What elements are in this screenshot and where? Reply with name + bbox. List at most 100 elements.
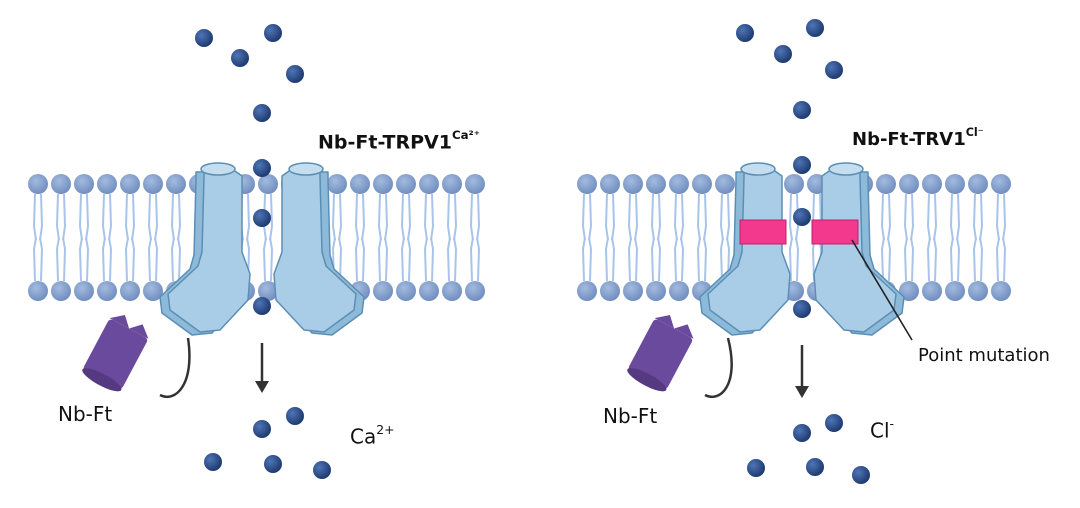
lipid-head <box>166 174 186 194</box>
lipid-head <box>258 281 278 301</box>
lipid-tail <box>979 193 984 241</box>
lipid-head <box>419 281 439 301</box>
ion <box>253 297 271 315</box>
lipid-tail <box>154 237 159 282</box>
lipid-head <box>442 174 462 194</box>
channel-subunit-right <box>813 168 897 333</box>
lipid-tail <box>627 193 632 241</box>
left-ion-label-base: Ca <box>350 424 377 449</box>
tag-notch <box>109 314 149 339</box>
lipid-tail <box>423 193 428 241</box>
lipid-tail <box>39 193 44 241</box>
ion <box>264 24 282 42</box>
lipid-head <box>577 174 597 194</box>
lipid-head <box>373 174 393 194</box>
right-membrane <box>577 174 1011 301</box>
channel-top-cap <box>200 162 236 176</box>
lipid-tail <box>611 237 616 282</box>
lipid-head <box>258 174 278 194</box>
lipid-tail <box>657 237 662 282</box>
lipid-tail <box>926 193 931 241</box>
lipid-tail <box>469 193 474 241</box>
tag-barrel <box>628 319 693 389</box>
lipid-tail <box>446 193 451 241</box>
lipid-tail <box>903 237 908 282</box>
ion <box>825 414 843 432</box>
lipid-head <box>396 281 416 301</box>
lipid-tail <box>400 237 405 282</box>
lipid-tail <box>177 193 182 241</box>
lipid-tail <box>476 193 481 241</box>
lipid-tail <box>634 237 639 282</box>
lipid-tail <box>949 193 954 241</box>
ion <box>806 458 824 476</box>
lipid-head <box>784 174 804 194</box>
lipid-head <box>143 174 163 194</box>
lipid-tail <box>634 193 639 241</box>
arrow-head <box>795 386 809 398</box>
ion <box>253 159 271 177</box>
tag-body <box>82 314 149 392</box>
lipid-tail <box>581 237 586 282</box>
tag-base <box>627 368 667 392</box>
lipid-tail <box>85 237 90 282</box>
lipid-tail <box>377 237 382 282</box>
ion <box>736 24 754 42</box>
lipid-tail <box>581 193 586 241</box>
lipid-tail <box>62 193 67 241</box>
lipid-tail <box>177 237 182 282</box>
lipid-head <box>51 281 71 301</box>
lipid-tail <box>32 193 37 241</box>
lipid-tail <box>108 237 113 282</box>
lipid-tail <box>910 237 915 282</box>
left-channel-label: Nb-Ft-TRPV1Ca²⁺ <box>318 128 480 154</box>
lipid-tail <box>673 237 678 282</box>
left-channel-label-base: Nb-Ft-TRPV1 <box>318 131 452 154</box>
channel-top-cap <box>288 162 324 176</box>
lipid-head <box>465 174 485 194</box>
lipid-head <box>442 281 462 301</box>
tag-barrel <box>83 319 148 389</box>
lipid-tail <box>696 237 701 282</box>
lipid-head <box>991 174 1011 194</box>
ion <box>793 156 811 174</box>
lipid-head <box>120 281 140 301</box>
ion <box>313 461 331 479</box>
mutation-band <box>811 219 859 245</box>
lipid-head <box>97 281 117 301</box>
ion <box>195 29 213 47</box>
lipid-tail <box>972 193 977 241</box>
right-ion-label: Cl- <box>870 416 894 443</box>
lipid-head <box>945 174 965 194</box>
lipid-tail <box>124 193 129 241</box>
ion <box>793 101 811 119</box>
left-tag-label: Nb-Ft <box>58 402 113 426</box>
lipid-head <box>646 281 666 301</box>
lipid-tail <box>407 193 412 241</box>
lipid-tail <box>933 237 938 282</box>
ion <box>825 61 843 79</box>
lipid-tail <box>147 237 152 282</box>
lipid-tail <box>78 237 83 282</box>
lipid-tail <box>453 237 458 282</box>
lipid-tail <box>887 193 892 241</box>
lipid-tail <box>469 237 474 282</box>
lipid-tail <box>795 193 800 241</box>
lipid-head <box>945 281 965 301</box>
ion <box>793 424 811 442</box>
channel-top-cap <box>828 162 864 176</box>
left-channel <box>159 162 365 336</box>
lipid-head <box>350 174 370 194</box>
lipid-tail <box>147 193 152 241</box>
lipid-tail <box>887 237 892 282</box>
right-channel-label-base: Nb-Ft-TRV1 <box>852 129 966 150</box>
lipid-tail <box>719 193 724 241</box>
right-channel-label-sup: Cl⁻ <box>965 126 984 140</box>
lipid-head <box>600 174 620 194</box>
lipid-tail <box>703 193 708 241</box>
lipid-tail <box>903 193 908 241</box>
ion <box>852 466 870 484</box>
lipid-tail <box>719 237 724 282</box>
left-flow-arrow <box>255 343 269 393</box>
